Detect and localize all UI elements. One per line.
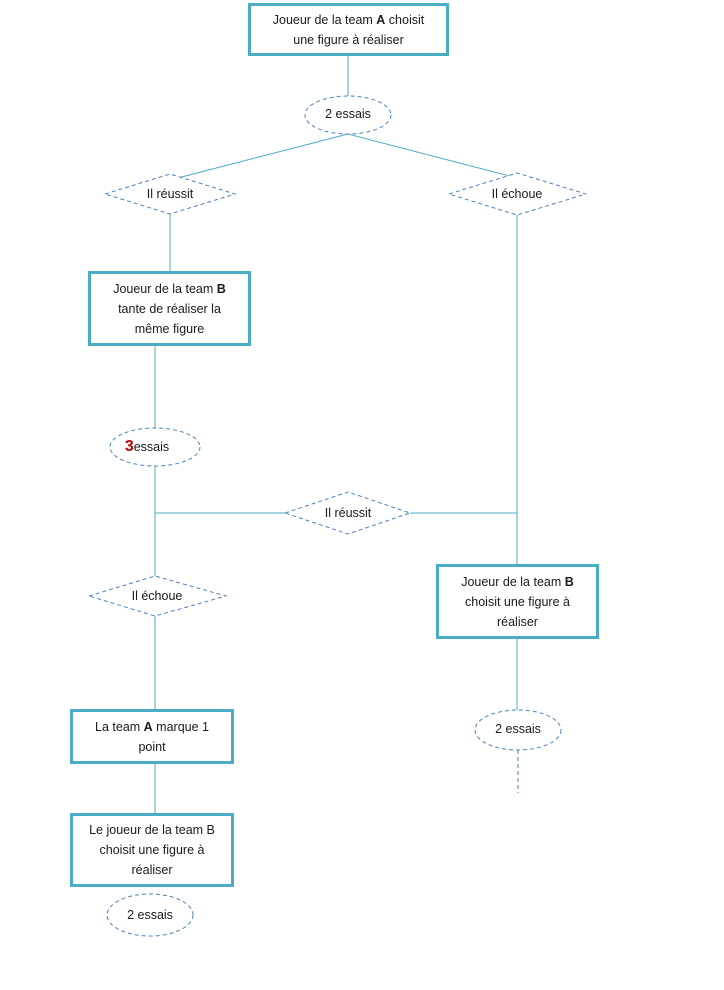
box-point-letter: A xyxy=(143,719,153,734)
box-right-letter: B xyxy=(564,574,574,589)
box-start-text-2: choisit xyxy=(385,12,425,27)
box-team-b-try-text-2: tante de réaliser la xyxy=(118,301,221,316)
box-point-text-2: marque 1 xyxy=(152,719,209,734)
box-team-b-try-text-3: même figure xyxy=(134,321,205,336)
diamond-center-success xyxy=(283,491,412,535)
box-bottom-text-2: choisit une figure à xyxy=(99,843,205,857)
diamond-left-fail-label: Il échoue xyxy=(131,589,183,603)
oval-mid-tries xyxy=(109,427,201,467)
oval-right-tries-label: 2 essais xyxy=(495,722,541,736)
oval-mid-tries-number: 3 xyxy=(124,438,134,455)
box-point-text-3: point xyxy=(138,739,166,754)
diamond-left-fail xyxy=(87,575,228,617)
diamond-right-fail-label: Il échoue xyxy=(491,187,543,201)
box-team-b-try-text-1: Joueur de la team xyxy=(113,281,217,296)
box-team-b-choose-bottom: Le joueur de la team B choisit une figur… xyxy=(70,813,234,887)
diamond-left-success-label: Il réussit xyxy=(146,187,194,201)
box-start-team-letter: A xyxy=(376,12,386,27)
box-right-text-1: Joueur de la team xyxy=(461,574,565,589)
box-right-text-2: choisit une figure à xyxy=(465,594,570,609)
diamond-right-fail xyxy=(447,172,588,216)
diamond-center-success-label: Il réussit xyxy=(324,506,372,520)
box-bottom-text-3: réaliser xyxy=(131,863,173,877)
box-team-a-point: La team A marque 1 point xyxy=(70,709,234,764)
box-team-b-try: Joueur de la team B tante de réaliser la… xyxy=(88,271,251,346)
oval-bottom-tries xyxy=(106,893,194,937)
box-right-text-3: réaliser xyxy=(496,614,538,629)
oval-bottom-tries-label: 2 essais xyxy=(127,908,173,922)
connector-tries-to-fail xyxy=(347,133,518,179)
connector-tries-to-success xyxy=(169,133,349,181)
box-start-text-1: Joueur de la team xyxy=(272,12,377,27)
oval-mid-tries-text: essais xyxy=(133,440,170,454)
box-point-text-1: La team xyxy=(95,719,144,734)
box-bottom-text-1: Le joueur de la team B xyxy=(89,823,215,837)
oval-top-tries xyxy=(304,95,392,135)
box-team-b-try-letter: B xyxy=(216,281,226,296)
diamond-left-success xyxy=(103,173,237,215)
box-start-team-a: Joueur de la team A choisit une figure à… xyxy=(248,3,449,56)
oval-mid-tries-label: 3essais xyxy=(125,438,169,456)
oval-top-tries-label: 2 essais xyxy=(325,107,371,121)
box-team-b-choose-right: Joueur de la team B choisit une figure à… xyxy=(436,564,599,639)
box-start-text-3: une figure à réaliser xyxy=(293,32,404,47)
